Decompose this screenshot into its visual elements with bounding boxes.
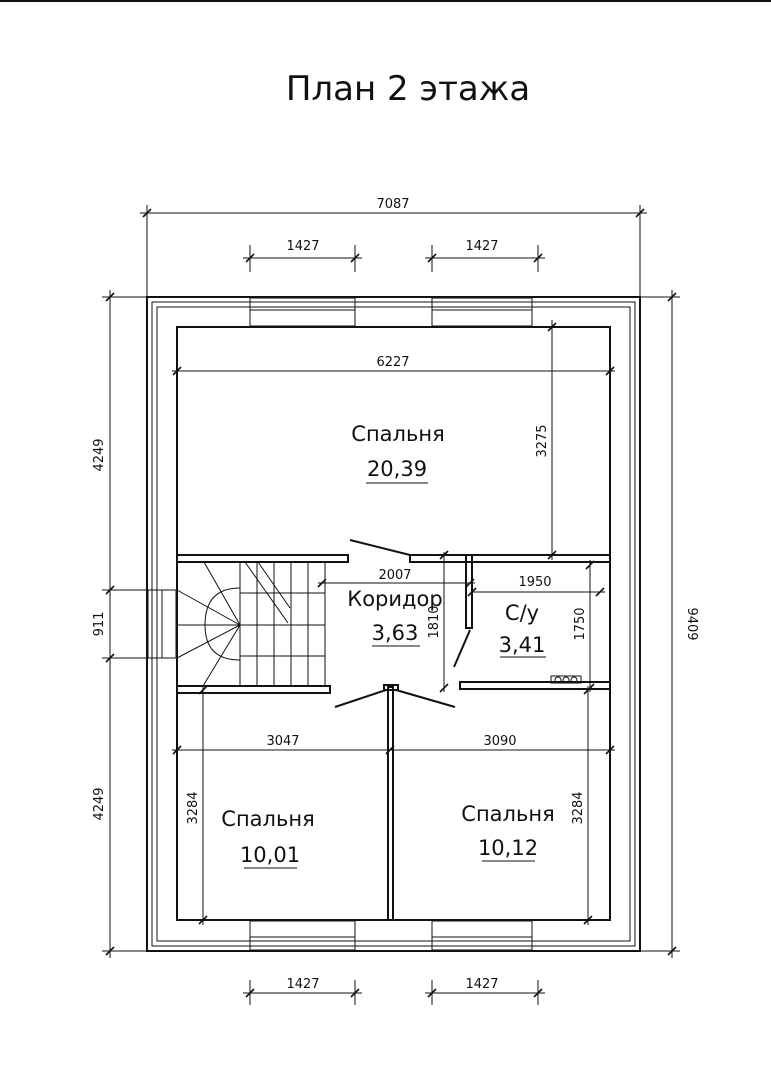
- room-labels: Спальня 20,39 Коридор 3,63 С/у 3,41 Спал…: [221, 422, 555, 869]
- windows: [147, 297, 533, 951]
- interior-walls: [176, 554, 611, 921]
- dim-bottom-window-left: 1427: [286, 977, 319, 992]
- dimension-labels: 7087 1427 1427 1427 1427 4249 911 4249 9…: [92, 197, 699, 992]
- dim-bath-depth: 1750: [573, 607, 588, 640]
- dim-bedroom1-width: 6227: [376, 355, 409, 370]
- dim-corridor-depth: 1810: [427, 605, 442, 638]
- room-area-bedroom-3: 10,12: [478, 836, 538, 860]
- dim-left-upper: 4249: [92, 438, 107, 471]
- room-name-bedroom-1: Спальня: [351, 422, 444, 446]
- dim-bedroom3-depth: 3284: [571, 791, 586, 824]
- room-name-bedroom-3: Спальня: [461, 802, 554, 826]
- staircase: [176, 561, 326, 687]
- dim-left-lower: 4249: [92, 787, 107, 820]
- room-name-bedroom-2: Спальня: [221, 807, 314, 831]
- room-area-bedroom-2: 10,01: [240, 843, 300, 867]
- doors: [334, 539, 471, 708]
- room-area-bedroom-1: 20,39: [367, 457, 427, 481]
- dim-top-window-left: 1427: [286, 239, 319, 254]
- dim-bedroom2-depth: 3284: [186, 791, 201, 824]
- plan-title: План 2 этажа: [286, 69, 530, 109]
- room-area-bathroom: 3,41: [499, 633, 546, 657]
- dim-bottom-window-right: 1427: [465, 977, 498, 992]
- room-name-bathroom: С/у: [505, 601, 539, 625]
- dim-top-window-right: 1427: [465, 239, 498, 254]
- room-name-corridor: Коридор: [347, 587, 442, 611]
- dim-bedroom3-width: 3090: [483, 734, 516, 749]
- dim-bedroom2-width: 3047: [266, 734, 299, 749]
- dim-bath-width: 1950: [518, 575, 551, 590]
- dim-bedroom1-depth: 3275: [535, 424, 550, 457]
- dim-overall-height: 9409: [684, 607, 699, 640]
- dim-overall-width: 7087: [376, 197, 409, 212]
- dim-left-middle: 911: [92, 612, 107, 637]
- dim-corridor-width: 2007: [378, 568, 411, 583]
- dimension-lines: [102, 205, 680, 1005]
- room-area-corridor: 3,63: [372, 621, 419, 645]
